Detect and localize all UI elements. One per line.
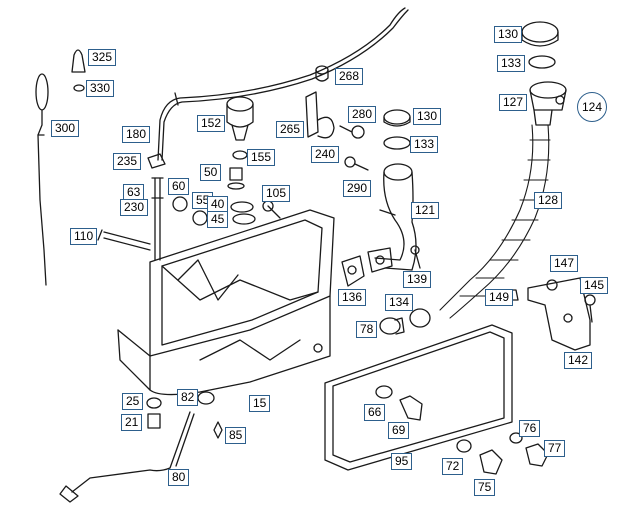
seal-45 [232, 213, 256, 225]
callout-149[interactable]: 149 [485, 289, 514, 306]
callout-60[interactable]: 60 [168, 178, 190, 195]
callout-280[interactable]: 280 [348, 106, 377, 123]
callout-69[interactable]: 69 [388, 422, 410, 439]
plug-78 [379, 317, 405, 335]
bolt-105 [262, 200, 281, 219]
callout-130-large[interactable]: 130 [494, 26, 523, 43]
bracket-265 [305, 91, 335, 139]
bolt-155 [232, 150, 248, 160]
callout-63[interactable]: 63 [123, 184, 145, 201]
sleeve-268 [315, 65, 329, 82]
callout-66[interactable]: 66 [364, 404, 386, 421]
callout-127[interactable]: 127 [499, 94, 528, 111]
tube-230 [151, 177, 164, 261]
callout-77[interactable]: 77 [544, 440, 566, 457]
plug-66-69 [375, 385, 423, 421]
callout-130-small[interactable]: 130 [413, 108, 442, 125]
seal-134 [409, 308, 431, 328]
callout-325[interactable]: 325 [88, 49, 117, 66]
callout-85[interactable]: 85 [225, 427, 247, 444]
callout-110[interactable]: 110 [70, 228, 98, 245]
bolt-110 [97, 229, 151, 251]
callout-142[interactable]: 142 [564, 352, 593, 369]
gasket-136 [341, 255, 365, 287]
callout-78[interactable]: 78 [356, 321, 378, 338]
bolt-50 [227, 167, 245, 190]
sensor-80 [59, 411, 195, 503]
callout-82[interactable]: 82 [177, 389, 199, 406]
bolt-290 [344, 156, 369, 171]
callout-268[interactable]: 268 [335, 68, 364, 85]
callout-95[interactable]: 95 [391, 453, 413, 470]
callout-134[interactable]: 134 [385, 294, 414, 311]
callout-139[interactable]: 139 [403, 271, 432, 288]
fitting-235 [147, 153, 166, 169]
bolt-280 [339, 125, 365, 139]
seal-82 [197, 391, 215, 405]
callout-235[interactable]: 235 [113, 153, 142, 170]
seal-133-small [383, 136, 411, 150]
callout-80[interactable]: 80 [168, 469, 190, 486]
callout-128[interactable]: 128 [534, 192, 563, 209]
filler-neck-121 [374, 163, 417, 271]
callout-105[interactable]: 105 [262, 185, 291, 202]
plug-72-75 [456, 439, 503, 475]
oil-pan-15 [117, 209, 335, 396]
callout-290[interactable]: 290 [343, 180, 372, 197]
seal-40 [230, 201, 254, 213]
clip-85 [213, 421, 223, 439]
dipstick-tube-180 [157, 7, 409, 161]
callout-15[interactable]: 15 [249, 395, 271, 412]
cap-325 [71, 49, 86, 73]
callout-145[interactable]: 145 [580, 277, 609, 294]
hose-128 [439, 124, 551, 319]
callout-265[interactable]: 265 [276, 121, 305, 138]
callout-300[interactable]: 300 [51, 120, 80, 137]
callout-124[interactable]: 124 [577, 92, 607, 122]
callout-133-small[interactable]: 133 [410, 136, 439, 153]
bolt-147 [546, 279, 558, 291]
callout-147[interactable]: 147 [550, 255, 579, 272]
callout-240[interactable]: 240 [311, 146, 340, 163]
screw-139 [410, 245, 421, 269]
callout-76[interactable]: 76 [519, 420, 541, 437]
callout-136[interactable]: 136 [338, 289, 367, 306]
callout-21[interactable]: 21 [121, 414, 143, 431]
callout-180[interactable]: 180 [122, 126, 151, 143]
dipstick-300 [35, 73, 49, 286]
callout-152[interactable]: 152 [197, 115, 226, 132]
callout-25[interactable]: 25 [122, 393, 144, 410]
plug-25-21 [146, 397, 162, 429]
cap-130-small [383, 109, 411, 127]
callout-133-large[interactable]: 133 [497, 55, 526, 72]
seal-133-large [528, 55, 556, 69]
plug-76-77 [509, 432, 549, 467]
cap-130-large [521, 21, 559, 47]
callout-45[interactable]: 45 [207, 211, 229, 228]
gasket-95 [324, 324, 513, 471]
callout-155[interactable]: 155 [247, 149, 276, 166]
callout-230[interactable]: 230 [120, 199, 149, 216]
bolt-145 [584, 294, 596, 323]
callout-121[interactable]: 121 [411, 202, 440, 219]
filler-152 [226, 96, 254, 141]
callout-330[interactable]: 330 [86, 80, 115, 97]
callout-50[interactable]: 50 [200, 164, 222, 181]
callout-75[interactable]: 75 [474, 479, 496, 496]
seal-330 [73, 84, 85, 92]
callout-72[interactable]: 72 [442, 458, 464, 475]
neck-127 [529, 81, 567, 126]
gasket-139-plate [367, 247, 393, 273]
